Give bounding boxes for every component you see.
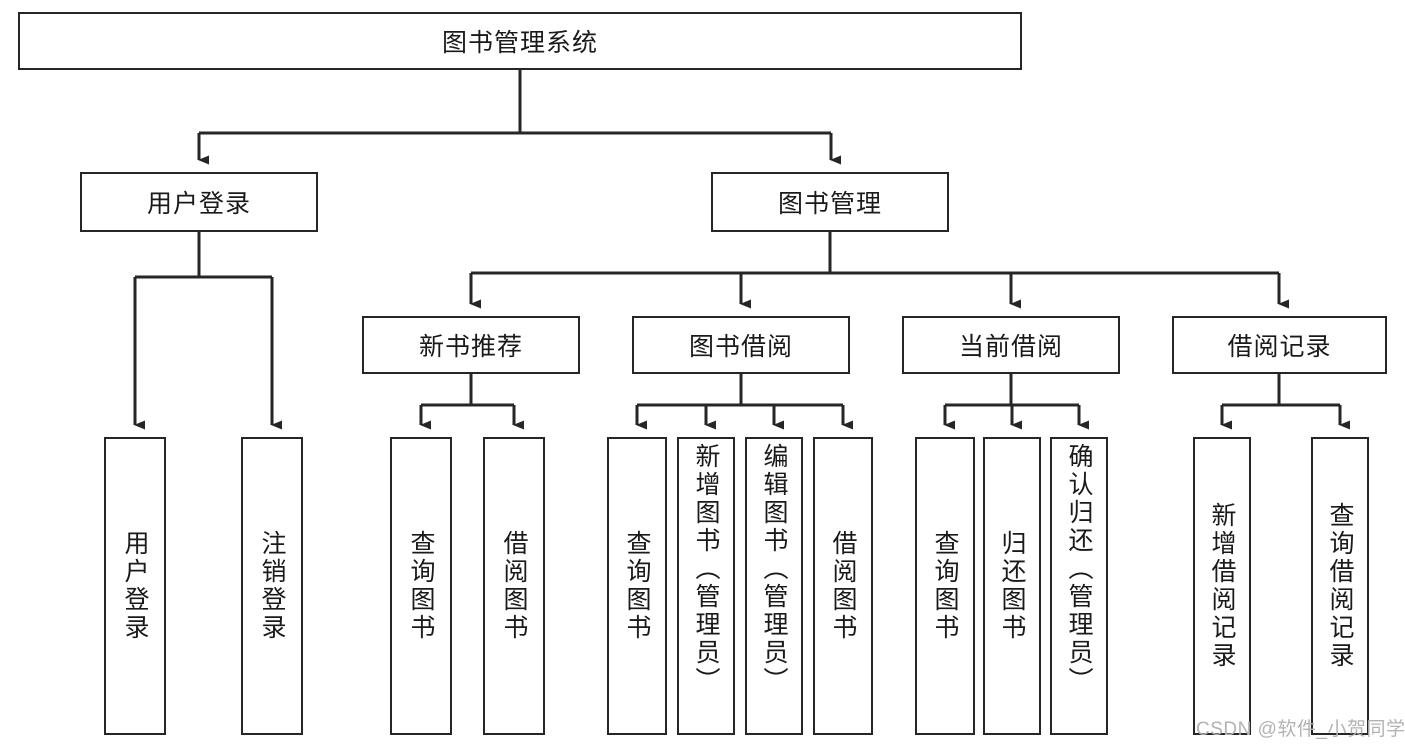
leaf-label: 用户登录	[121, 530, 149, 642]
leaf-edit-book-admin[interactable]: 编辑图书（管理员）	[745, 437, 803, 735]
node-label: 图书管理	[777, 190, 882, 218]
node-borrowing-record[interactable]: 借阅记录	[1172, 316, 1387, 374]
leaf-confirm-return-admin[interactable]: 确认归还（管理员）	[1050, 437, 1108, 735]
leaf-label: 编辑图书（管理员）	[760, 443, 788, 695]
leaf-query-book-cb[interactable]: 查询图书	[915, 437, 975, 735]
node-label: 借阅记录	[1227, 333, 1332, 361]
leaf-borrow-book-bb[interactable]: 借阅图书	[813, 437, 873, 735]
leaf-label: 注销登录	[258, 530, 286, 642]
node-user-login[interactable]: 用户登录	[80, 172, 318, 232]
leaf-label: 新增借阅记录	[1208, 502, 1236, 670]
leaf-user-login[interactable]: 用户登录	[104, 437, 166, 735]
node-label: 图书管理系统	[441, 29, 598, 57]
leaf-label: 查询图书	[407, 530, 435, 642]
leaf-label: 查询图书	[931, 530, 959, 642]
leaf-label: 确认归还（管理员）	[1065, 443, 1093, 695]
leaf-label: 查询借阅记录	[1326, 502, 1354, 670]
leaf-query-borrow-record[interactable]: 查询借阅记录	[1311, 437, 1369, 735]
node-label: 当前借阅	[958, 333, 1063, 361]
leaf-borrow-book-nbr[interactable]: 借阅图书	[483, 437, 545, 735]
node-book-borrowing[interactable]: 图书借阅	[632, 316, 850, 374]
leaf-label: 查询图书	[623, 530, 651, 642]
node-root-system[interactable]: 图书管理系统	[18, 12, 1022, 70]
node-book-management[interactable]: 图书管理	[711, 172, 949, 232]
leaf-add-book-admin[interactable]: 新增图书（管理员）	[677, 437, 735, 735]
leaf-return-book[interactable]: 归还图书	[983, 437, 1041, 735]
node-label: 新书推荐	[418, 333, 523, 361]
leaf-query-book-bb[interactable]: 查询图书	[607, 437, 667, 735]
node-label: 图书借阅	[688, 333, 793, 361]
leaf-add-borrow-record[interactable]: 新增借阅记录	[1193, 437, 1251, 735]
node-new-book-recommendation[interactable]: 新书推荐	[362, 316, 580, 374]
leaf-query-book-nbr[interactable]: 查询图书	[390, 437, 452, 735]
leaf-label: 新增图书（管理员）	[692, 443, 720, 695]
node-label: 用户登录	[146, 190, 251, 218]
leaf-user-logout[interactable]: 注销登录	[241, 437, 303, 735]
leaf-label: 借阅图书	[500, 530, 528, 642]
node-current-borrowing[interactable]: 当前借阅	[902, 316, 1120, 374]
leaf-label: 借阅图书	[829, 530, 857, 642]
csdn-watermark: CSDN @软件_小贺同学	[1196, 719, 1405, 740]
leaf-label: 归还图书	[998, 530, 1026, 642]
